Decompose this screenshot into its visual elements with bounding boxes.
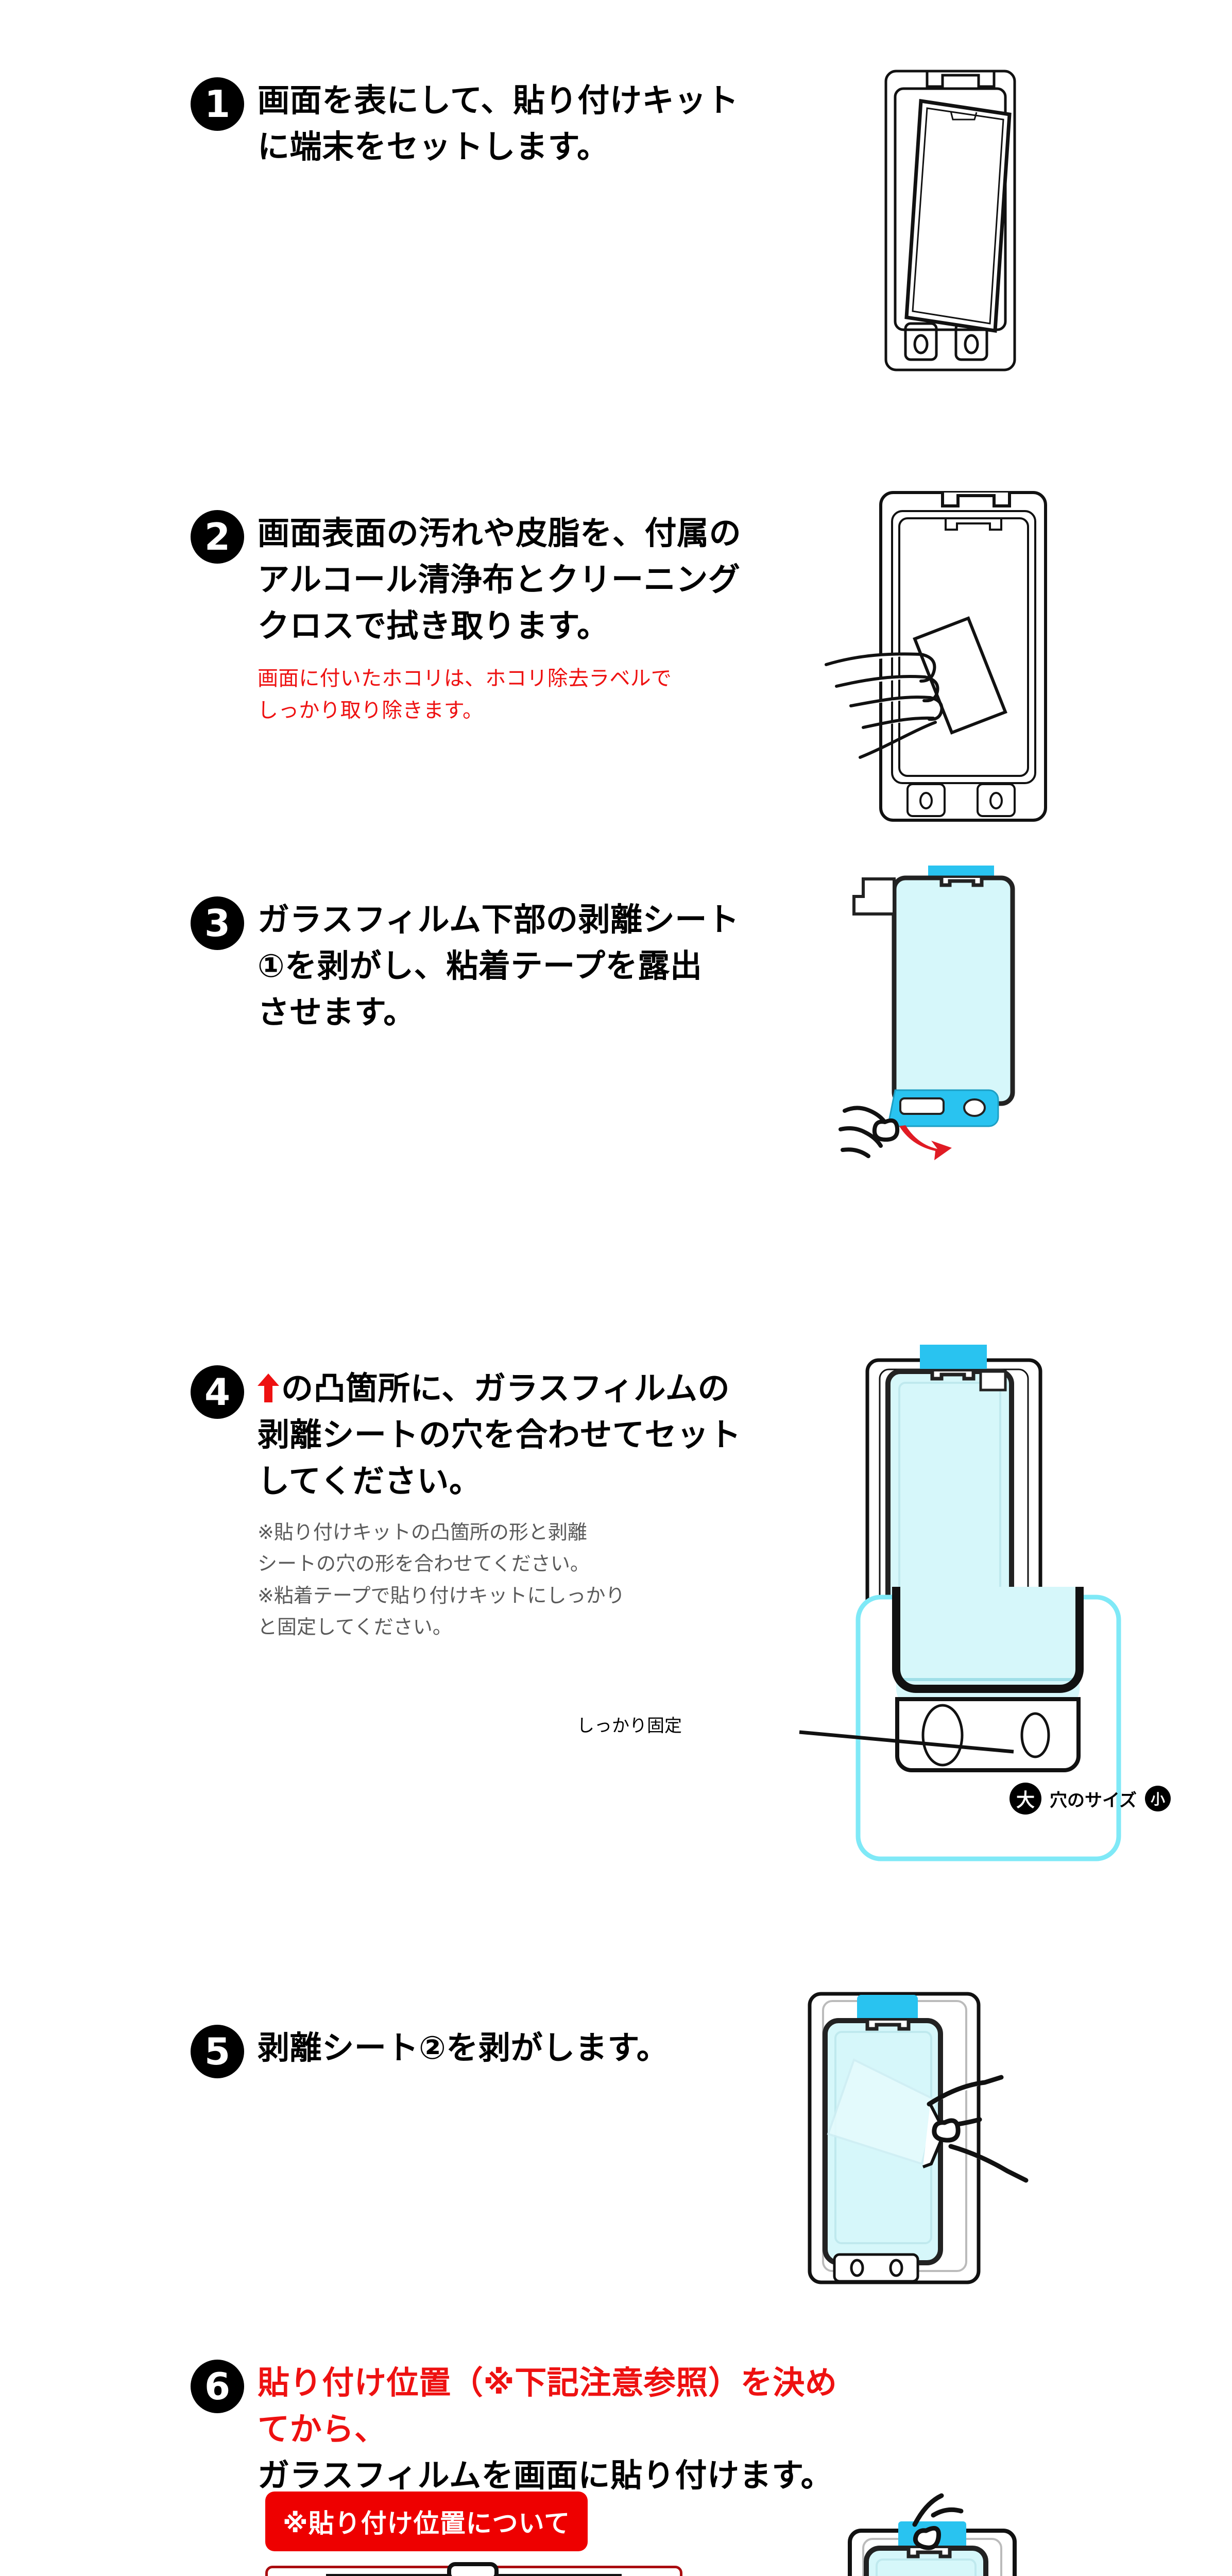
step-4: 4 の凸箇所に、ガラスフィルムの 剥離シートの穴を合わせてセット してください。… [191, 1365, 803, 1643]
step-heading-line-red: 貼り付け位置（※下記注意参照）を決めてから、 [258, 2364, 837, 2448]
step-heading-line: ガラスフィルム下部の剥離シート [258, 901, 740, 938]
step-heading-line: 画面表面の汚れや皮脂を、付属の [258, 514, 742, 552]
step-4-detail-callout: しっかり固定 大 穴のサイズ 小 [577, 1587, 1226, 1927]
fix-firmly-label: しっかり固定 [577, 1716, 682, 1736]
hole-size-small-chip: 小 [1144, 1786, 1171, 1811]
step-note-line: シートの穴の形を合わせてください。 [258, 1552, 590, 1575]
hole-size-caption: 穴のサイズ [1050, 1790, 1137, 1811]
step-note-line: と固定してください。 [258, 1616, 452, 1639]
hole-size-big-chip: 大 [1009, 1783, 1041, 1815]
step-heading-line: アルコール清浄布とクリーニング [258, 560, 741, 598]
step-heading-line: 画面を表にして、貼り付けキット [258, 81, 739, 119]
step-number-badge: 6 [191, 2360, 244, 2413]
step-heading-line: ①を剥がし、粘着テープを露出 [258, 946, 703, 985]
hole-size-legend: 大 穴のサイズ 小 [1009, 1783, 1171, 1815]
red-up-arrow-icon [258, 1374, 279, 1402]
step-number-badge: 3 [191, 896, 244, 950]
step-heading-line: に端末をセットします。 [258, 127, 609, 165]
position-diagram-frame: スピーカーなどを覆わない [265, 2562, 682, 2576]
illustration-step-6 [680, 2493, 1195, 2576]
illustration-step-3 [839, 866, 1128, 1257]
illustration-step-2 [814, 489, 1082, 829]
step-note-line: しっかり取り除きます。 [258, 698, 484, 722]
illustration-step-4 [855, 1345, 1071, 1680]
step-heading-line: ガラスフィルムを画面に貼り付けます。 [258, 2456, 833, 2494]
step-1: 1 画面を表にして、貼り付けキット に端末をセットします。 [191, 77, 1200, 170]
step-heading-text: の凸箇所に、ガラスフィルムの [281, 1369, 730, 1407]
step-number-badge: 5 [191, 2025, 244, 2078]
step-3: 3 ガラスフィルム下部の剥離シート ①を剥がし、粘着テープを露出 させます。 [191, 896, 783, 1036]
step-number-badge: 1 [191, 77, 244, 131]
step-2: 2 画面表面の汚れや皮脂を、付属の アルコール清浄布とクリーニング クロスで拭き… [191, 510, 783, 726]
illustration-step-5 [803, 1992, 1133, 2313]
position-callout-pill: ※貼り付け位置について [265, 2492, 588, 2551]
step-note-line: ※粘着テープで貼り付けキットにしっかり [258, 1584, 625, 1607]
step-heading-line: させます。 [258, 993, 416, 1031]
step-note-line: 画面に付いたホコリは、ホコリ除去ラベルで [258, 666, 672, 690]
step-note-line: ※貼り付けキットの凸箇所の形と剥離 [258, 1520, 587, 1544]
illustration-step-1 [855, 67, 1071, 376]
step-heading-line: 剥離シート②を剥がします。 [258, 2029, 669, 2066]
step-heading-line: してください。 [258, 1462, 482, 1500]
step-number-badge: 2 [191, 510, 244, 564]
step-5: 5 剥離シート②を剥がします。 [191, 2025, 783, 2078]
step-6: 6 貼り付け位置（※下記注意参照）を決めてから、 ガラスフィルムを画面に貼り付け… [191, 2360, 860, 2499]
step-heading-line: クロスで拭き取ります。 [258, 606, 609, 645]
step-number-badge: 4 [191, 1365, 244, 1419]
step-heading-line: 剥離シートの穴を合わせてセット [258, 1415, 742, 1453]
position-callout-pill-label: ※貼り付け位置について [265, 2492, 588, 2551]
step-heading-line: の凸箇所に、ガラスフィルムの [258, 1365, 741, 1412]
